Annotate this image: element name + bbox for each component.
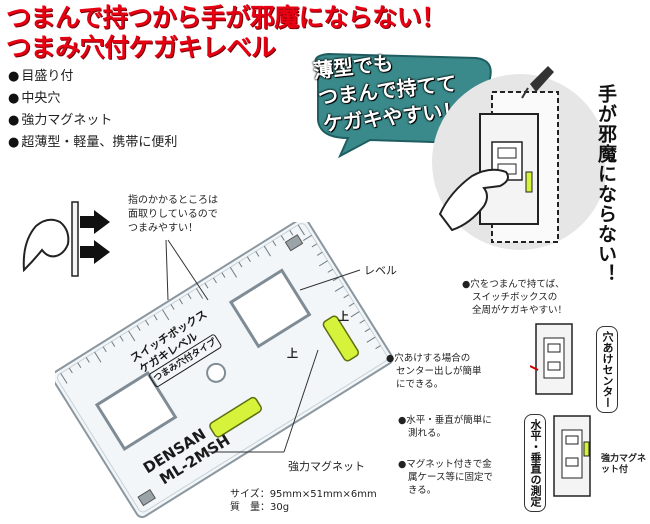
up-mark-1: 上 <box>287 347 298 360</box>
bullet-dot-icon: ● <box>8 113 20 128</box>
feature-item: ●目盛り付 <box>8 69 74 84</box>
spec-weight: 質 量：30g <box>230 502 290 513</box>
magnet-diagram-label: 強力マグネット付 <box>601 454 647 475</box>
switchbox-level-diagram <box>553 415 591 497</box>
hand-on-switchbox-illustration <box>432 66 605 250</box>
magnet-label: 強力マグネット <box>288 460 365 473</box>
bullet-dot-icon: ● <box>8 135 20 150</box>
finger-note: 指のかかるところは 面取りしているので つまみやすい！ <box>128 195 218 234</box>
spec-size: サイズ：95mm×51mm×6mm <box>230 489 377 500</box>
headline-line-1: つまんで持つから手が邪魔にならない！ <box>6 3 446 32</box>
spec-block: サイズ：95mm×51mm×6mm 質 量：30g <box>230 488 377 514</box>
level-label: レベル <box>364 264 397 277</box>
note-center: ●穴あけする場合の センター出しが簡単 にできる。 <box>386 353 482 390</box>
up-mark-2: 上 <box>338 310 349 323</box>
feature-list: ●目盛り付 ●中央穴 ●強力マグネット ●超薄型・軽量、携帯に便利 <box>8 66 177 154</box>
hands-free-callout: 手が邪魔にならない！ <box>595 84 617 284</box>
level-diagram-label: 水平・垂直の測定 <box>524 414 546 512</box>
note-level: ●水平・垂直が簡単に 測れる。 <box>398 415 492 439</box>
feature-item: ●強力マグネット <box>8 113 113 128</box>
feature-item: ●中央穴 <box>8 91 61 106</box>
switchbox-center-diagram <box>530 323 573 395</box>
bullet-dot-icon: ● <box>8 91 20 106</box>
center-diagram-label: 穴あけセンター <box>596 326 618 413</box>
headline-line-2: つまみ穴付ケガキレベル <box>6 33 276 62</box>
note-magnet: ●マグネット付きで金 属ケース等に固定で きる。 <box>398 459 494 496</box>
finger-grip-illustration <box>22 201 110 277</box>
note-grip: ●穴をつまんで持てば、 スイッチボックスの 全周がケガキやすい！ <box>462 279 568 316</box>
feature-item: ●超薄型・軽量、携帯に便利 <box>8 135 178 150</box>
bullet-dot-icon: ● <box>8 69 20 84</box>
level-product-illustration <box>55 222 394 519</box>
